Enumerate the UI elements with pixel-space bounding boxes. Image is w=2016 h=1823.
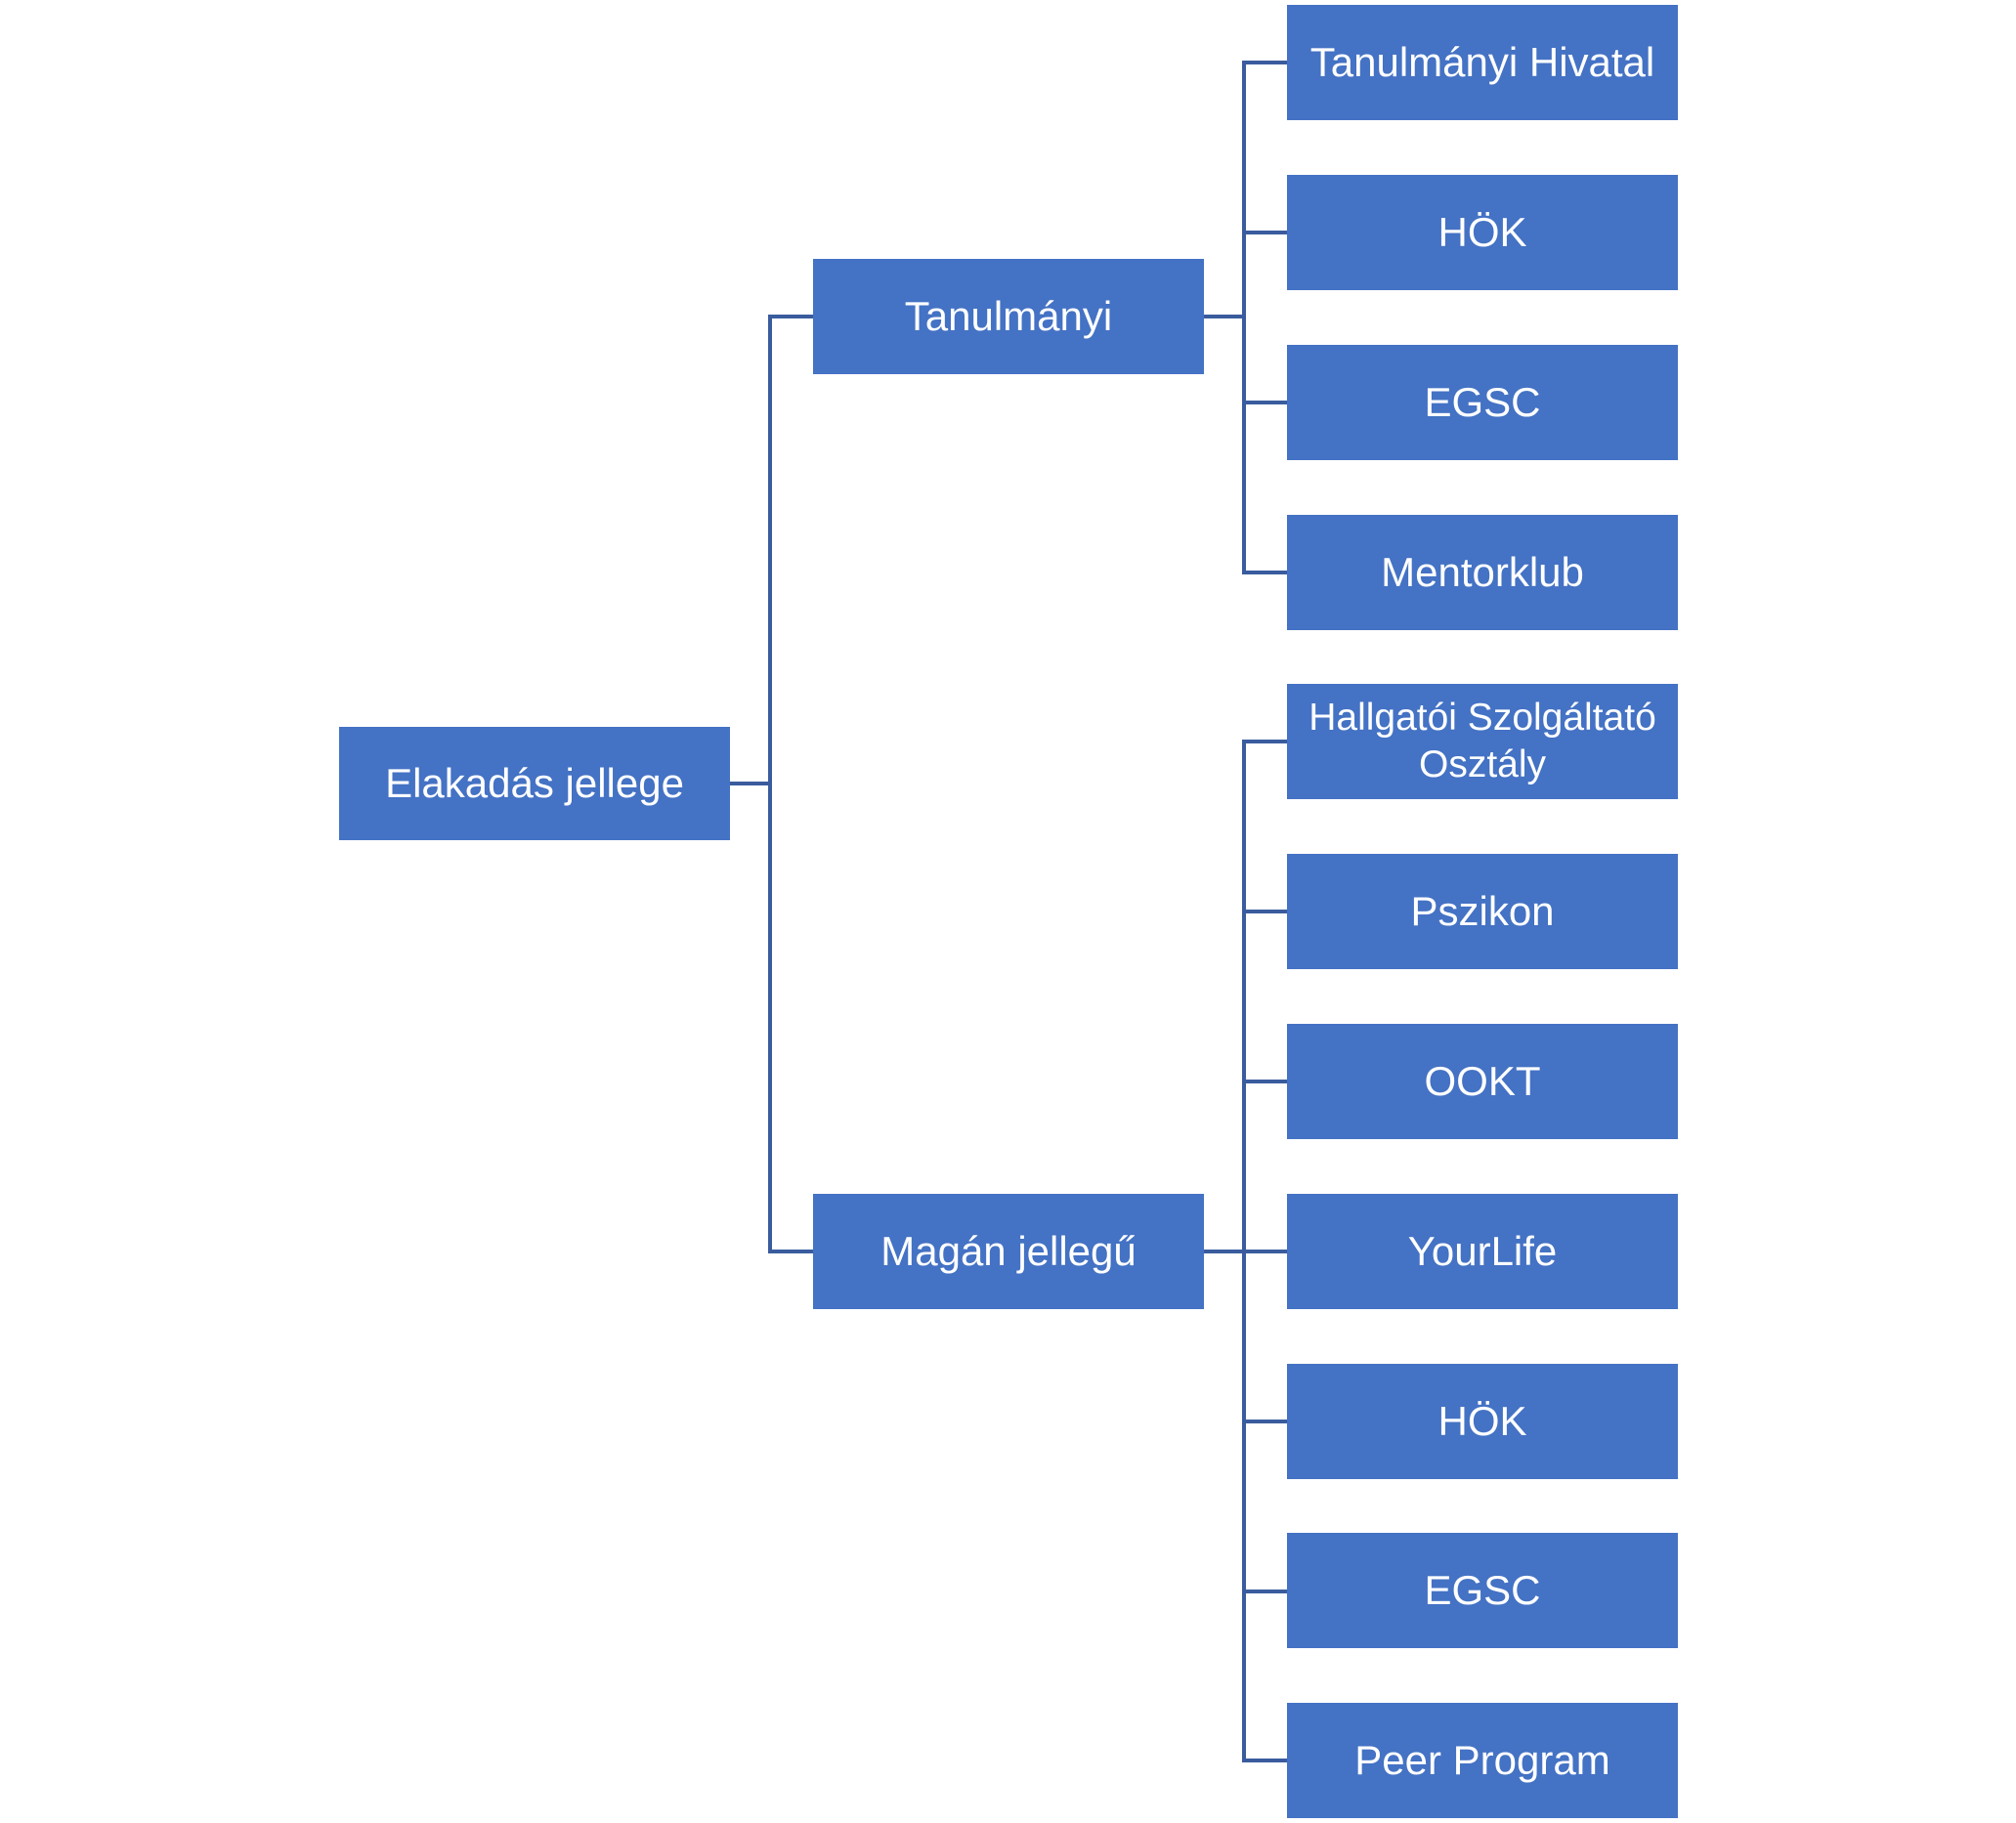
node-label: Peer Program: [1354, 1737, 1610, 1784]
node-branch-tanulmanyi: Tanulmányi: [813, 259, 1204, 374]
node-child-egsc-1: EGSC: [1287, 345, 1678, 460]
connector-top-bus: [1242, 61, 1246, 574]
node-label: EGSC: [1424, 379, 1541, 426]
node-child-hok-1: HÖK: [1287, 175, 1678, 290]
node-label: YourLife: [1407, 1228, 1558, 1275]
node-child-egsc-2: EGSC: [1287, 1533, 1678, 1648]
node-child-ookt: OOKT: [1287, 1024, 1678, 1139]
node-label: HÖK: [1437, 1398, 1527, 1445]
connector-stub-yourlife: [1242, 1250, 1287, 1253]
node-label: OOKT: [1424, 1058, 1541, 1105]
connector-stub-hok-1: [1242, 231, 1287, 234]
connector-root-feed: [730, 782, 770, 785]
connector-trunk-top-arm: [768, 315, 813, 318]
connector-stub-pszikon: [1242, 910, 1287, 913]
node-label: HÖK: [1437, 209, 1527, 256]
node-child-peer-program: Peer Program: [1287, 1703, 1678, 1818]
connector-stub-egsc-1: [1242, 401, 1287, 404]
node-child-pszikon: Pszikon: [1287, 854, 1678, 969]
node-label: Pszikon: [1410, 888, 1555, 935]
connector-magan-feed: [1204, 1250, 1246, 1253]
connector-stub-tanulmanyi-hivatal: [1242, 61, 1287, 64]
node-child-hok-2: HÖK: [1287, 1364, 1678, 1479]
node-root: Elakadás jellege: [339, 727, 730, 840]
node-branch-magan-jellegu: Magán jellegű: [813, 1194, 1204, 1309]
connector-stub-egsc-2: [1242, 1590, 1287, 1593]
connector-stub-mentorklub: [1242, 571, 1287, 574]
node-child-hallgatoi-szolgaltato-osztaly: Hallgatói Szolgáltató Osztály: [1287, 684, 1678, 799]
node-branch-magan-jellegu-label: Magán jellegű: [880, 1228, 1137, 1275]
node-label: Hallgatói Szolgáltató Osztály: [1308, 697, 1656, 785]
connector-stub-hok-2: [1242, 1420, 1287, 1423]
node-child-yourlife: YourLife: [1287, 1194, 1678, 1309]
connector-stub-ookt: [1242, 1080, 1287, 1083]
node-root-label: Elakadás jellege: [385, 760, 684, 807]
node-label: Tanulmányi Hivatal: [1309, 39, 1655, 86]
connector-tanulmanyi-feed: [1204, 315, 1246, 318]
connector-trunk: [768, 315, 772, 1253]
connector-stub-hallgatoi: [1242, 740, 1287, 743]
connector-trunk-bottom-arm: [768, 1250, 814, 1253]
node-label: EGSC: [1424, 1567, 1541, 1614]
node-label: Mentorklub: [1381, 549, 1584, 596]
node-child-tanulmanyi-hivatal: Tanulmányi Hivatal: [1287, 5, 1678, 120]
node-branch-tanulmanyi-label: Tanulmányi: [904, 293, 1113, 340]
node-child-mentorklub: Mentorklub: [1287, 515, 1678, 630]
connector-stub-peer-program: [1242, 1759, 1287, 1762]
